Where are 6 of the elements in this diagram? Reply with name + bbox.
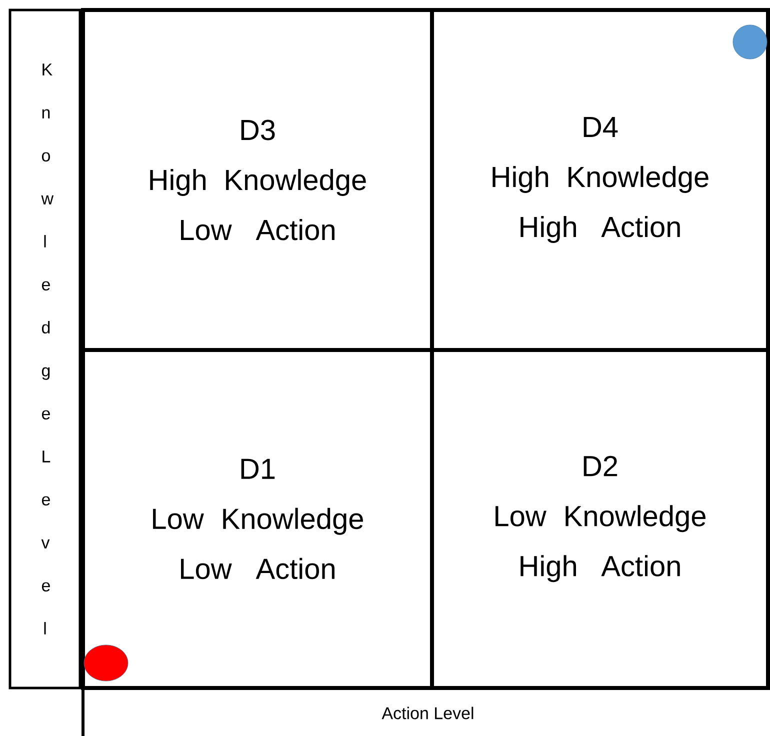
quadrant-box: D3 High Knowledge Low Action xyxy=(81,8,434,352)
axis-label-box: Knowledge Level xyxy=(8,8,82,690)
quadrant-box: D2 Low Knowledge High Action xyxy=(430,348,770,690)
quadrant-box: D4 High Knowledge High Action xyxy=(430,8,770,352)
axis-label: Action Level xyxy=(382,706,474,720)
quadrant-box: D1 Low Knowledge Low Action xyxy=(81,348,434,690)
